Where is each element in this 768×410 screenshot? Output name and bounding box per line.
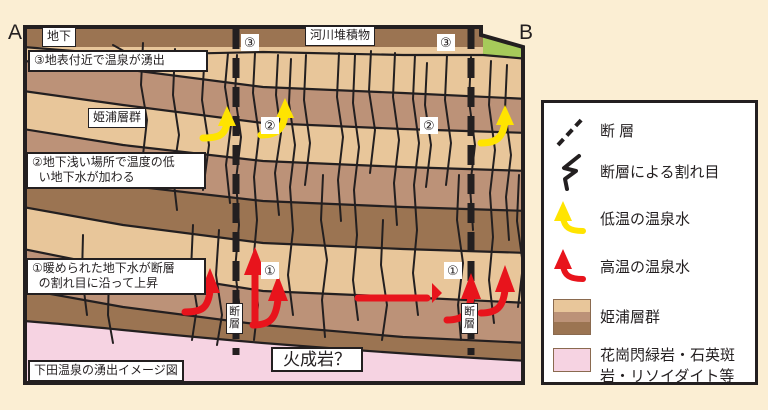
label-igneous-rock: 火成岩？ — [271, 347, 363, 372]
callout-step-2: ②地下浅い場所で温度の低 い地下水が加わる — [26, 152, 206, 189]
figure-caption: 下田温泉の湧出イメージ図 — [28, 360, 184, 382]
legend-item-himeura: 姫浦層群 — [544, 293, 755, 341]
fault-label-left: 断 層 — [226, 303, 243, 334]
red-arrow-icon — [544, 245, 600, 289]
legend-item-low-temp: 低温の温泉水 — [544, 195, 755, 243]
marker-1-left: ① — [261, 262, 279, 279]
legend-label-fracture: 断層による割れ目 — [600, 163, 720, 181]
legend-label-low-temp: 低温の温泉水 — [600, 210, 691, 228]
legend-label-granodiorite: 花崗閃緑岩・石英斑 岩・リソイダイト等 — [600, 347, 736, 385]
label-underground: 地下 — [42, 27, 77, 47]
pink-swatch-icon — [544, 345, 600, 372]
legend-label-fault: 断 層 — [600, 122, 635, 140]
legend-item-fault: 断 層 — [544, 111, 755, 151]
fault-label-left-text: 断 層 — [229, 306, 240, 330]
dashed-fault-line-icon — [544, 113, 600, 149]
section-end-marker-a: A — [8, 21, 23, 44]
marker-1-right: ① — [444, 262, 462, 279]
label-river-deposits: 河川堆積物 — [305, 26, 376, 46]
legend-item-fracture: 断層による割れ目 — [544, 151, 755, 193]
legend-item-high-temp: 高温の温泉水 — [544, 243, 755, 291]
marker-3-right: ③ — [437, 34, 455, 51]
section-end-marker-b: B — [519, 21, 534, 44]
marker-2-right: ② — [420, 117, 438, 134]
yellow-arrow-icon — [544, 197, 600, 241]
fault-label-right-text: 断 層 — [464, 306, 475, 330]
marker-2-left: ② — [261, 117, 279, 134]
marker-3-left: ③ — [241, 34, 259, 51]
label-himeura-formation: 姫浦層群 — [88, 108, 147, 128]
geologic-cross-section — [23, 25, 529, 385]
fault-label-right: 断 層 — [461, 303, 478, 334]
legend-box: 断 層 断層による割れ目 低温の温泉水 — [541, 100, 758, 385]
callout-step-3: ③地表付近で温泉が湧出 — [28, 50, 208, 72]
legend-label-himeura: 姫浦層群 — [600, 308, 661, 326]
legend-item-granodiorite: 花崗閃緑岩・石英斑 岩・リソイダイト等 — [544, 341, 755, 391]
legend-label-high-temp: 高温の温泉水 — [600, 258, 691, 276]
fault-fracture-line-icon — [544, 152, 600, 192]
callout-step-1: ①暖められた地下水が断層 の割れ目に沿って上昇 — [26, 258, 206, 295]
strata-swatch-icon — [544, 299, 600, 335]
